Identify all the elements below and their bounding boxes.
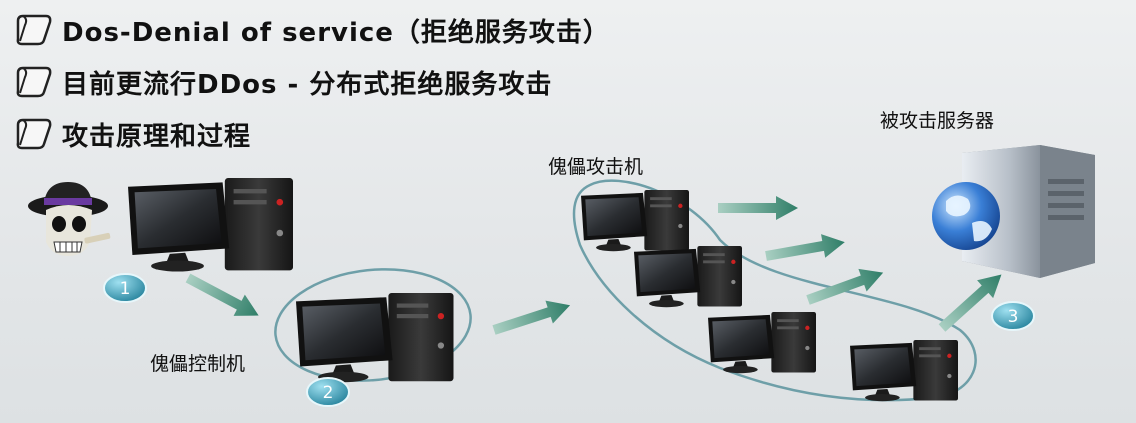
skull-hacker-icon <box>28 182 111 256</box>
step-badge-label: 3 <box>1008 307 1019 327</box>
controller-label: 傀儡控制机 <box>150 353 246 375</box>
bullet-list: Dos-Denial of service（拒绝服务攻击） 目前更流行DDos … <box>14 4 610 160</box>
arrow-zombie-to-server <box>718 196 798 220</box>
scroll-bullet-icon <box>16 14 52 46</box>
step-badge-label: 2 <box>323 383 334 403</box>
step-badge: 1 <box>103 273 147 303</box>
zombie-machines-label: 傀儡攻击机 <box>548 156 644 178</box>
bullet-text: Dos-Denial of service（拒绝服务攻击） <box>62 17 610 48</box>
desktop-computer-icon <box>708 312 816 374</box>
step-badge: 2 <box>306 377 350 407</box>
bullet-item: Dos-Denial of service（拒绝服务攻击） <box>14 4 610 56</box>
scroll-bullet-icon <box>16 66 52 98</box>
step-badge-label: 1 <box>120 279 131 299</box>
web-server-icon <box>932 145 1095 278</box>
arrow-controller-to-zombies <box>490 293 574 342</box>
arrow-zombie-to-server <box>803 261 888 312</box>
server-label: 被攻击服务器 <box>880 110 995 132</box>
controller-group-ellipse <box>274 268 472 382</box>
scroll-bullet-icon <box>16 118 52 150</box>
arrow-zombie-to-server <box>763 230 847 268</box>
arrow-attacker-to-controller <box>182 267 265 327</box>
bullet-item: 攻击原理和过程 <box>14 108 610 160</box>
desktop-computer-icon <box>581 190 689 252</box>
bullet-text: 目前更流行DDos - 分布式拒绝服务攻击 <box>62 69 553 100</box>
desktop-computer-icon <box>850 340 958 402</box>
desktop-computer-icon <box>296 293 454 383</box>
bullet-item: 目前更流行DDos - 分布式拒绝服务攻击 <box>14 56 610 108</box>
bullet-text: 攻击原理和过程 <box>62 121 252 152</box>
desktop-computer-icon <box>128 178 293 272</box>
step-badge: 3 <box>991 301 1035 331</box>
desktop-computer-icon <box>634 246 742 308</box>
